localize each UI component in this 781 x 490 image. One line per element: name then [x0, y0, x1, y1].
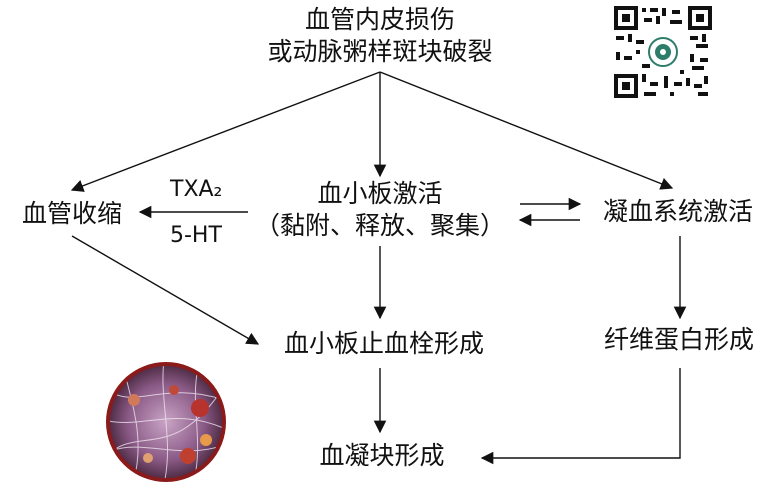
node-clot-formation: 血凝块形成	[302, 440, 462, 472]
qr-code-icon	[612, 4, 714, 100]
node-platelet-activation: 血小板激活 （黏附、释放、聚集）	[250, 178, 510, 242]
node-vasoconstriction: 血管收缩	[10, 198, 134, 230]
node-platelet-thrombus: 血小板止血栓形成	[264, 328, 504, 360]
clot-micrograph-image	[106, 362, 226, 482]
coagulation-activation-label: 凝血系统激活	[602, 197, 753, 226]
node-coagulation-activation: 凝血系统激活	[588, 196, 768, 228]
injury-line-1: 血管内皮损伤	[304, 5, 455, 34]
platelet-activation-line-1: 血小板激活	[317, 179, 443, 208]
node-fibrin-formation: 纤维蛋白形成	[586, 324, 772, 356]
arrow-fibrin-to-clot	[480, 368, 681, 465]
platelet-thrombus-label: 血小板止血栓形成	[283, 329, 484, 358]
arrow-vasoconstriction-to-thrombus	[71, 235, 260, 345]
vasoconstriction-label: 血管收缩	[21, 199, 122, 228]
fibrin-formation-label: 纤维蛋白形成	[603, 325, 754, 354]
mediator-serotonin: 5-HT	[170, 223, 222, 248]
clot-formation-label: 血凝块形成	[319, 441, 445, 470]
arrow-injury-to-coagulation	[379, 71, 674, 190]
mediator-txa2: TXA₂	[170, 177, 223, 202]
arrow-injury-to-vasoconstriction	[70, 71, 381, 192]
platelet-activation-line-2: （黏附、释放、聚集）	[254, 211, 505, 240]
node-injury: 血管内皮损伤 或动脉粥样斑块破裂	[230, 4, 530, 68]
injury-line-2: 或动脉粥样斑块破裂	[267, 37, 493, 66]
